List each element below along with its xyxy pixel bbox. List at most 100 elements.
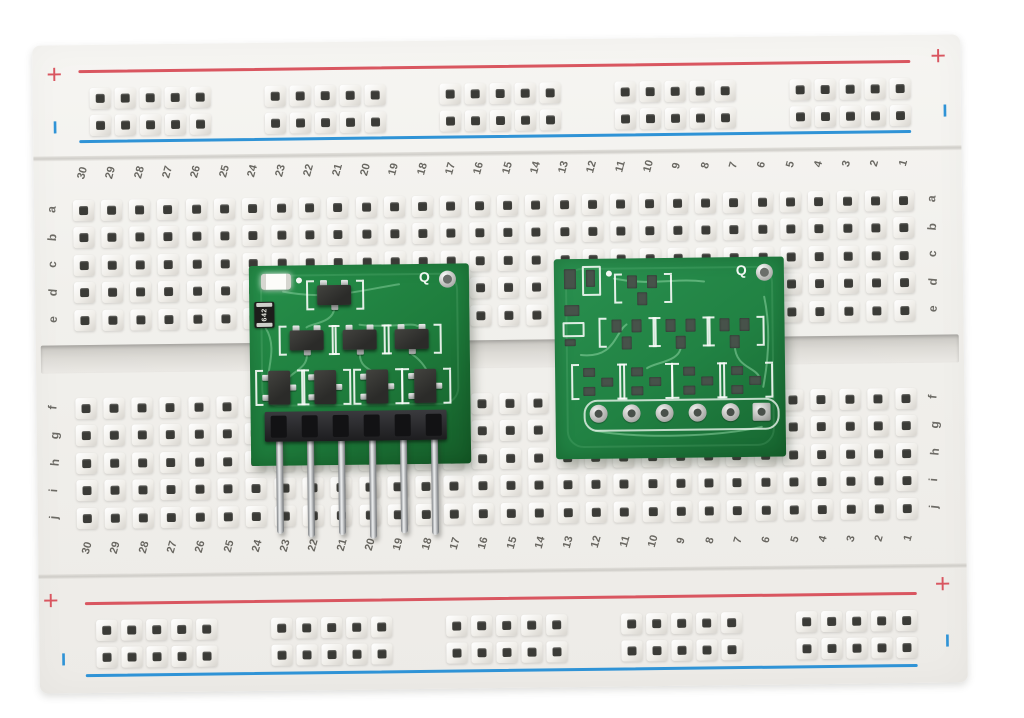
power-rail-hole [464, 82, 486, 104]
power-rail-hole [846, 637, 868, 659]
hole-pit [901, 420, 912, 431]
hole-pit [531, 254, 542, 265]
tie-point [327, 196, 349, 218]
tie-point [160, 478, 183, 501]
tie-point [74, 397, 97, 419]
tie-point [867, 415, 889, 437]
tie-point [440, 194, 462, 217]
tie-point [468, 194, 490, 216]
hole-pit [652, 618, 662, 628]
hole-pit [820, 111, 831, 121]
silkscreen-bracket [706, 316, 715, 347]
hole-pit [164, 259, 174, 269]
tie-point [186, 280, 208, 302]
column-number: 6 [755, 160, 769, 170]
hole-pit [192, 286, 202, 296]
power-rail-hole [346, 616, 368, 638]
tie-point [723, 191, 745, 213]
hole-bore [627, 409, 636, 418]
footprint-pad [731, 385, 744, 395]
tie-point [723, 219, 745, 241]
hole-pit [222, 401, 232, 411]
column-number: 3 [844, 534, 858, 544]
hole-pit [95, 120, 106, 130]
plated-through-hole [655, 403, 674, 423]
hole-pit [470, 115, 481, 125]
power-rail-hole [439, 82, 461, 105]
tie-point [188, 396, 210, 418]
power-rail-hole [621, 639, 643, 662]
tie-point [469, 249, 491, 271]
hole-pit [495, 115, 506, 125]
mounting-hole-center [442, 274, 453, 284]
hole-pit [817, 449, 827, 459]
hole-pit [873, 421, 883, 431]
silkscreen-bracket [278, 325, 287, 356]
hole-pit [729, 225, 739, 235]
tie-point [103, 397, 125, 419]
hole-pit [563, 480, 573, 490]
silkscreen-bracket [305, 280, 315, 311]
hole-pit [361, 202, 371, 212]
hole-pit [135, 259, 145, 269]
hole-pit [107, 232, 117, 242]
tie-point [468, 222, 491, 244]
hole-pit [138, 512, 148, 522]
pin-header-socket [425, 413, 442, 436]
plus-marking: + [934, 568, 951, 599]
hole-pit [827, 643, 837, 653]
hole-pit [164, 314, 174, 324]
tie-point [641, 473, 664, 495]
tie-point [755, 499, 777, 521]
hole-pit [192, 231, 202, 241]
plated-through-hole [589, 404, 608, 423]
row-letter: f [925, 394, 940, 400]
silkscreen-bracket [331, 324, 340, 356]
hole-pit [220, 258, 230, 268]
hole-pit [720, 85, 730, 95]
hole-pit [477, 620, 487, 630]
hole-pit [109, 430, 119, 440]
sot23-transistor [314, 370, 337, 405]
column-number: 11 [612, 159, 628, 174]
power-rail-hole [521, 641, 543, 663]
hole-pit [845, 421, 855, 431]
tie-point [130, 281, 152, 303]
hole-pit [135, 232, 145, 242]
footprint-pad [685, 318, 696, 332]
tie-point [383, 195, 405, 217]
power-rail-hole [639, 107, 662, 129]
power-rail-hole [646, 612, 668, 634]
tie-point [808, 217, 830, 240]
hole-pit [127, 624, 137, 635]
power-rail-hole [696, 638, 718, 661]
hole-pit [445, 89, 455, 99]
silkscreen-bracket [598, 317, 607, 348]
row-letter: g [47, 430, 62, 440]
hole-pit [900, 305, 910, 315]
tie-point [525, 193, 547, 216]
tie-point [216, 395, 238, 417]
column-number: 14 [532, 535, 548, 551]
hole-pit [852, 643, 862, 653]
column-number: 18 [419, 536, 435, 552]
tie-point [103, 424, 125, 446]
hole-pit [552, 619, 562, 629]
row-letter: d [45, 287, 61, 297]
hole-pit [843, 251, 853, 261]
power-rail-hole [346, 643, 368, 665]
hole-pit [702, 644, 712, 655]
silkscreen-bracket [619, 363, 628, 400]
hole-pit [873, 393, 883, 403]
hole-pit [377, 621, 387, 632]
power-rail-hole [89, 114, 112, 136]
hole-pit [846, 504, 856, 514]
hole-pit [729, 197, 739, 207]
hole-pit [78, 205, 88, 215]
power-rail-hole [514, 82, 536, 104]
column-number: 4 [816, 534, 830, 544]
row-letter: c [924, 249, 940, 258]
hole-pit [645, 86, 655, 96]
row-letter: i [46, 487, 61, 493]
